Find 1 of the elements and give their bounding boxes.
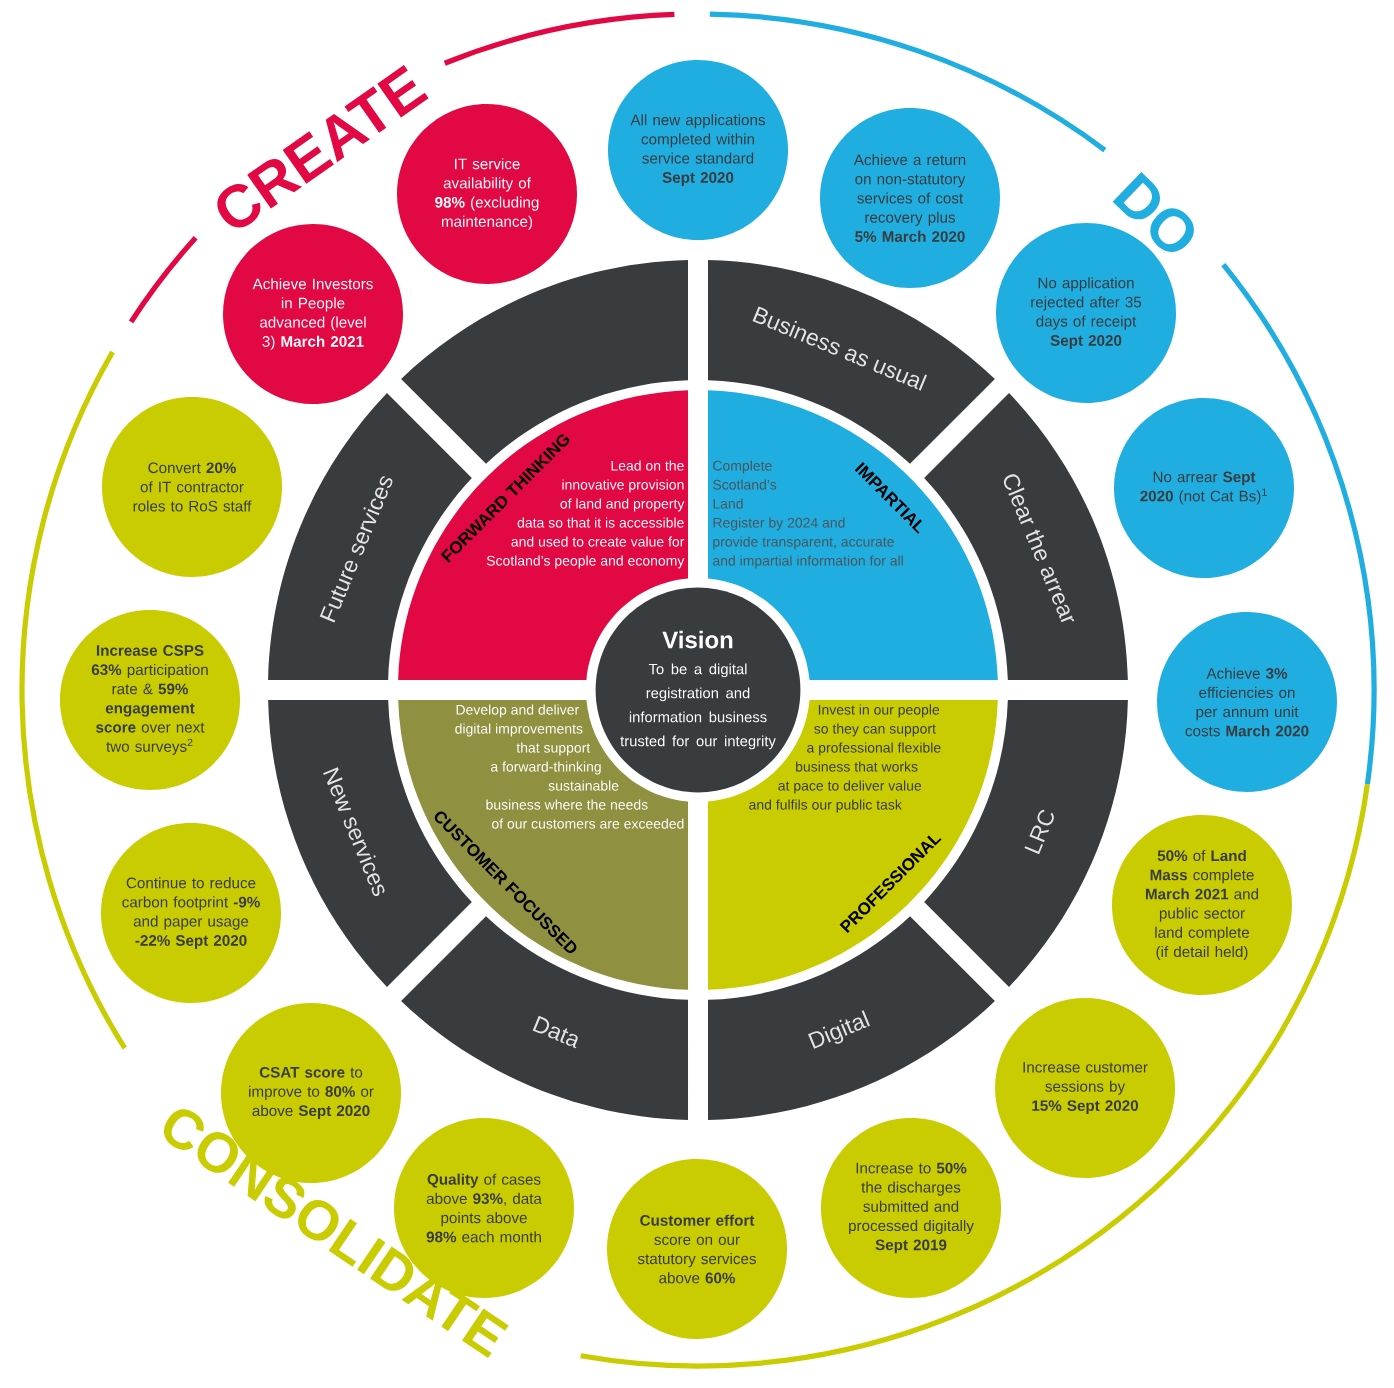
ring-band: Clear the arrear <box>924 393 1128 680</box>
